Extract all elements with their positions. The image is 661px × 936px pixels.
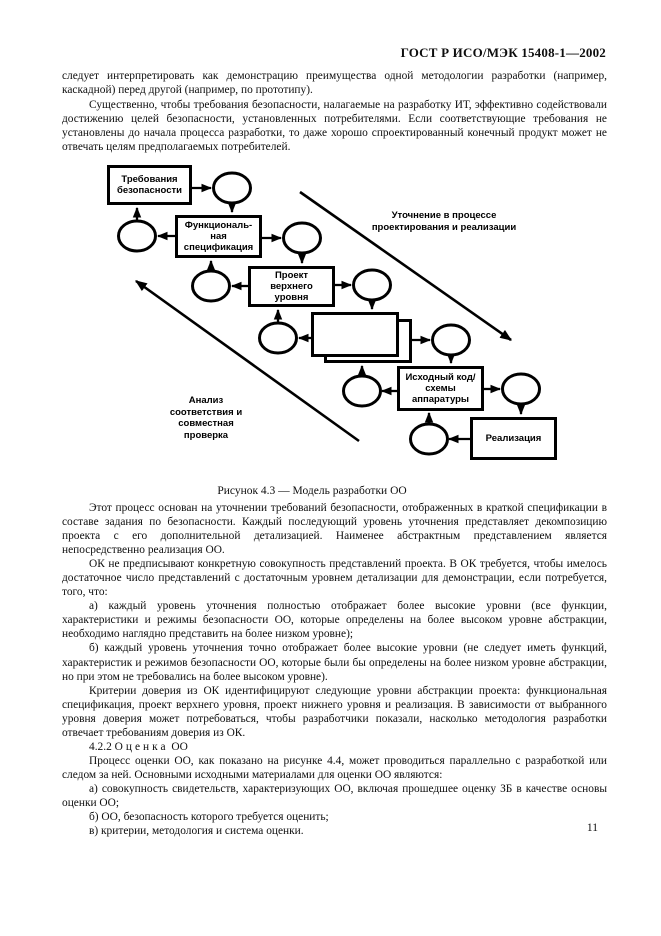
paragraph: Процесс оценки ОО, как показано на рисун… bbox=[62, 754, 607, 781]
analysis-annotation: Анализ соответствия и совместная проверк… bbox=[169, 395, 243, 441]
standard-header: ГОСТ Р ИСО/МЭК 15408-1—2002 bbox=[400, 45, 606, 60]
high-level-design-box: Проект верхнего уровня bbox=[248, 266, 335, 307]
refinement-annotation: Уточнение в процессе проектирования и ре… bbox=[371, 210, 517, 233]
intro-text-block: следует интерпретировать как демонстраци… bbox=[62, 69, 607, 155]
section-number: 4.2.2 bbox=[89, 740, 112, 753]
iteration-ellipse bbox=[212, 171, 252, 205]
implementation-box: Реализация bbox=[470, 417, 557, 460]
iteration-ellipse bbox=[409, 422, 449, 456]
iteration-ellipse bbox=[352, 268, 392, 302]
paragraph: б) каждый уровень уточнения точно отобра… bbox=[62, 642, 607, 683]
iteration-ellipse bbox=[431, 323, 471, 357]
iteration-ellipses bbox=[117, 171, 541, 456]
iteration-ellipse bbox=[501, 372, 541, 406]
diagonal-arrows bbox=[135, 190, 512, 443]
functional-specification-box: Функциональ- ная спецификация bbox=[175, 215, 262, 258]
paragraph: а) совокупность свидетельств, характериз… bbox=[62, 782, 607, 809]
paragraph: Существенно, чтобы требования безопаснос… bbox=[62, 98, 607, 154]
iteration-ellipse bbox=[282, 221, 322, 255]
iteration-ellipse bbox=[342, 374, 382, 408]
paragraph: а) каждый уровень уточнения полностью от… bbox=[62, 600, 607, 641]
section-title: Оценка bbox=[114, 740, 169, 753]
iteration-ellipse bbox=[191, 269, 231, 303]
paragraph: ОК не предписывают конкретную совокупнос… bbox=[62, 558, 607, 599]
lower-level-design-box bbox=[311, 312, 399, 357]
figure-caption: Рисунок 4.3 — Модель разработки ОО bbox=[217, 485, 407, 497]
refinement-direction-arrow bbox=[299, 190, 512, 342]
analysis-direction-arrow bbox=[135, 279, 360, 443]
paragraph: б) ОО, безопасность которого требуется о… bbox=[89, 811, 329, 824]
security-requirements-box: Требования безопасности bbox=[107, 165, 192, 205]
source-code-box: Исходный код/ схемы аппаратуры bbox=[397, 366, 484, 411]
paragraph: Критерии доверия из ОК идентифицируют сл… bbox=[62, 684, 607, 739]
iteration-ellipse bbox=[258, 321, 298, 355]
section-object: ОО bbox=[171, 740, 188, 753]
paragraph: следует интерпретировать как демонстраци… bbox=[62, 70, 607, 97]
iteration-ellipse bbox=[117, 219, 157, 253]
main-text-block: Этот процесс основан на уточнении требов… bbox=[62, 501, 607, 838]
paragraph: в) критерии, методология и система оценк… bbox=[89, 825, 304, 838]
section-heading: 4.2.2 Оценка ОО bbox=[62, 740, 607, 754]
page-number: 11 bbox=[586, 822, 598, 834]
flow-arrows bbox=[132, 183, 526, 444]
paragraph: Этот процесс основан на уточнении требов… bbox=[62, 502, 607, 557]
